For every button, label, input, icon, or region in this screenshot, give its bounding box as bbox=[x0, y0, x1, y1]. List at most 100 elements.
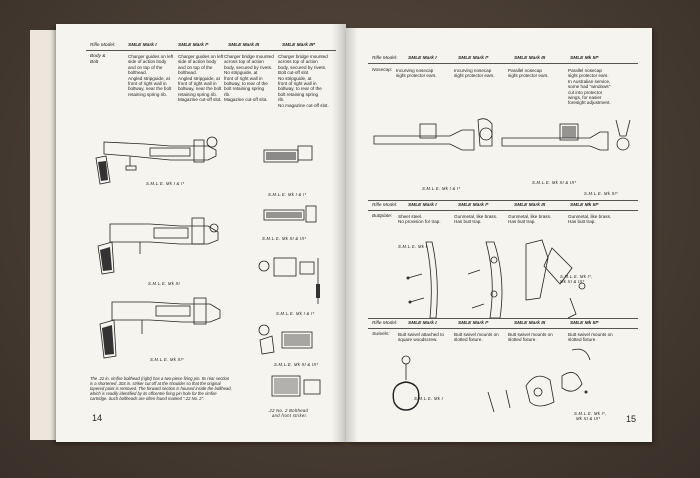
text-line: front of right wall in bbox=[278, 81, 317, 86]
text-line: bolthead. bbox=[178, 70, 197, 76]
caption-buttplate-mk3-1: S.M.L.E. Mk I*, bbox=[560, 274, 593, 279]
text-line: Incurving nosecap bbox=[396, 68, 434, 73]
caption-swivel-mk1: S.M.L.E. Mk I bbox=[414, 396, 444, 401]
caption-22-bolthead-1: .22 No. 2 Bolthead bbox=[268, 408, 309, 413]
caption-buttplate-mk3-2: Mk III & III* bbox=[560, 279, 585, 284]
col-head-mk1star: SMLE Mark I* bbox=[458, 56, 489, 61]
text-line: Charger guides on left bbox=[128, 54, 174, 59]
caption-swivel-mk3-1: S.M.L.E. Mk I*, bbox=[574, 411, 607, 416]
bolt-action-mk3-illustration bbox=[97, 217, 219, 275]
text-line: Magazine cut-off slot. bbox=[178, 97, 222, 103]
text-line: boltway, to rear of the bbox=[224, 81, 268, 86]
text-line: Sheet steel. bbox=[398, 214, 423, 219]
text-line: boltway, near the bolt bbox=[128, 86, 172, 92]
text-line: slotted fixture. bbox=[454, 337, 483, 343]
note-line: The .22 in. rimfire bolthead (right) has… bbox=[90, 376, 230, 381]
caption-buttplate-mk1: S.M.L.E. Mk I bbox=[398, 244, 428, 249]
gutter-shadow bbox=[346, 28, 358, 442]
text-line: Has butt trap. bbox=[454, 219, 482, 225]
text-line: foresight adjustment. bbox=[568, 100, 611, 106]
text-line: sight protector ears. bbox=[568, 73, 609, 79]
col-head-mk1-2: SMLE Mark I bbox=[408, 203, 437, 208]
text-line: Butt swivel mounts on bbox=[454, 332, 499, 337]
text-line: body, secured by rivets. bbox=[278, 64, 327, 70]
col-head-mk3-2: SMLE Mark III bbox=[514, 203, 546, 208]
text-line: No stripguide, at bbox=[278, 75, 312, 81]
text-line: No magazine cut-off slot. bbox=[278, 102, 329, 108]
text-line: cut into protector bbox=[568, 89, 603, 95]
text-line: and on top of the bbox=[178, 64, 213, 70]
text-line: Butt swivel mounts on bbox=[508, 332, 553, 337]
col-head-mk3: SMLE Mark III bbox=[514, 56, 546, 61]
text-line: sight protector ears. bbox=[396, 73, 437, 79]
text-line: front of right wall in bbox=[178, 81, 217, 86]
section-rule bbox=[368, 318, 638, 319]
row-label-swivels: Swivels: bbox=[372, 332, 390, 337]
text-line: square woodscrew. bbox=[398, 337, 438, 343]
text-line: Magazine cut-off slot. bbox=[224, 97, 268, 103]
col-head-mk3star: SMLE Mark III* bbox=[282, 43, 316, 48]
header-rule bbox=[86, 50, 336, 51]
text-line: across top of action bbox=[278, 59, 318, 65]
caption-nosecap-mk3: S.M.L.E. Mk III & III* bbox=[532, 180, 577, 185]
text-line: and on top of the bbox=[128, 64, 163, 70]
charger-guide-illustration bbox=[263, 145, 313, 163]
note-line: which is readily identified by its offce… bbox=[90, 391, 217, 397]
col-head-rifle-model-2: Rifle Model: bbox=[372, 203, 398, 208]
page-number-left: 14 bbox=[92, 413, 103, 423]
text-line: slotted fixture. bbox=[568, 337, 597, 343]
text-line: Charger guides on left bbox=[178, 54, 224, 59]
text-line: front of right wall in bbox=[224, 75, 263, 81]
text-line: sight protector ears. bbox=[454, 73, 495, 79]
text-line: No provision for trap. bbox=[398, 219, 441, 225]
right-page: Rifle Model: SMLE Mark I SMLE Mark I* SM… bbox=[346, 28, 652, 442]
text-line: boltway, to rear of the bbox=[278, 86, 322, 92]
bolt-action-mk1-illustration bbox=[95, 136, 218, 185]
caption-swivel-mk3-2: Mk III & III* bbox=[576, 416, 601, 421]
col-head-mk1star-2: SMLE Mark I* bbox=[458, 203, 489, 208]
col-head-mk1: SMLE Mark I bbox=[128, 43, 157, 48]
col-head-mk1star-3: SMLE Mark I* bbox=[458, 321, 489, 326]
text-line: side of action body bbox=[128, 59, 167, 65]
row-label-body-bolt-1: Body & bbox=[90, 54, 106, 59]
text-line: No stripguide, at bbox=[224, 70, 258, 76]
caption-nosecap-mk1: S.M.L.E. Mk I & I* bbox=[422, 186, 461, 191]
col-head-rifle-model-3: Rifle Model: bbox=[372, 321, 398, 326]
bolt-detail-illustration bbox=[258, 324, 313, 355]
col-head-mk1: SMLE Mark I bbox=[408, 56, 437, 61]
caption-mk1: S.M.L.E. Mk I & I* bbox=[146, 181, 185, 186]
page-number-right: 15 bbox=[626, 414, 637, 424]
col-head-rifle-model: Rifle Model: bbox=[372, 56, 398, 61]
note-line: is a shortened .303 in. striker cut off … bbox=[90, 381, 221, 387]
col-head-mk3star: SMLE Mk III* bbox=[570, 56, 599, 61]
22-bolthead-illustration bbox=[271, 375, 321, 397]
col-head-mk1star: SMLE Mark I* bbox=[178, 43, 209, 48]
col-head-mk3-3: SMLE Mark III bbox=[514, 321, 546, 326]
text-line: Gunmetal, like brass. bbox=[508, 214, 552, 219]
caption-mk3: S.M.L.E. Mk III bbox=[148, 281, 180, 286]
text-line: wings, for easier bbox=[568, 95, 602, 100]
caption-mk3-detail: S.M.L.E. Mk III & III* bbox=[262, 236, 307, 241]
col-head-mk3: SMLE Mark III bbox=[228, 43, 260, 48]
col-head-mk1-3: SMLE Mark I bbox=[408, 321, 437, 326]
caption-mk3-bolt: S.M.L.E. Mk III & III* bbox=[274, 362, 319, 367]
text-line: Charger bridge mounted bbox=[224, 54, 274, 59]
text-line: some had "windows" bbox=[568, 84, 611, 90]
text-line: bolt retaining spring bbox=[224, 86, 265, 92]
text-line: Parallel nosecap bbox=[568, 68, 602, 73]
text-line: rib. bbox=[278, 97, 285, 103]
text-line: boltway, near the bolt bbox=[178, 86, 222, 92]
text-line: Gunmetal, like brass. bbox=[454, 214, 498, 219]
text-line: side of action body bbox=[178, 59, 217, 65]
text-line: across top of action bbox=[224, 59, 264, 65]
text-line: Charger bridge mounted bbox=[278, 54, 328, 59]
row-label-body-bolt-2: Bolt bbox=[90, 59, 99, 65]
caption-mk1-detail: S.M.L.E. Mk I & I* bbox=[268, 192, 307, 197]
text-line: Has butt trap. bbox=[568, 219, 596, 225]
nosecap-illustrations bbox=[373, 118, 631, 151]
text-line: bolt retaining spring bbox=[278, 91, 319, 97]
text-line: In Australian service, bbox=[568, 78, 611, 84]
caption-22-bolthead-2: and front striker. bbox=[272, 413, 308, 418]
buttplate-illustrations bbox=[406, 239, 586, 319]
swivel-illustrations bbox=[392, 348, 591, 413]
